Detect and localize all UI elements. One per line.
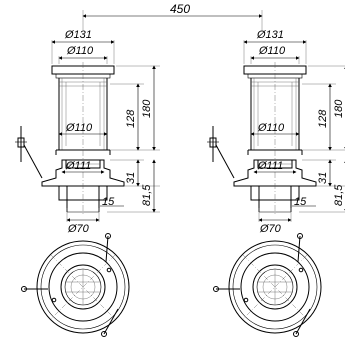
body-step-label: 15: [102, 196, 115, 208]
pipe-top-dia-label: Ø110: [66, 45, 94, 57]
outlet-dia-label: Ø70: [259, 223, 282, 235]
pipe-mid-dia-label: Ø110: [257, 122, 285, 134]
pipe-length-label: 128: [317, 109, 329, 128]
overall-height-bottom-label: 81,5: [333, 184, 345, 206]
drain-assembly-right: Ø131 Ø110 Ø110 Ø111 Ø70 15 128 180 31 81…: [207, 29, 345, 337]
body-dia-label: Ø111: [65, 160, 91, 172]
drain-assembly-left: Ø131 Ø110 Ø110 Ø111 Ø70 15 128 180 31 81…: [15, 29, 160, 337]
overall-height-top-label: 180: [333, 99, 345, 118]
outlet-dia-label: Ø70: [67, 223, 90, 235]
body-step-label: 15: [294, 196, 307, 208]
body-height-label: 31: [317, 172, 329, 184]
overall-height-top-label: 180: [141, 99, 153, 118]
flange-dia-label: Ø131: [64, 29, 92, 41]
spacing-label: 450: [170, 2, 190, 16]
pipe-mid-dia-label: Ø110: [65, 122, 93, 134]
spacing-dimension: 450: [82, 2, 263, 30]
flange-dia-label: Ø131: [256, 29, 284, 41]
pipe-top-dia-label: Ø110: [258, 45, 286, 57]
overall-height-bottom-label: 81,5: [141, 184, 153, 206]
pipe-length-label: 128: [125, 109, 137, 128]
body-height-label: 31: [125, 172, 137, 184]
body-dia-label: Ø111: [257, 160, 283, 172]
